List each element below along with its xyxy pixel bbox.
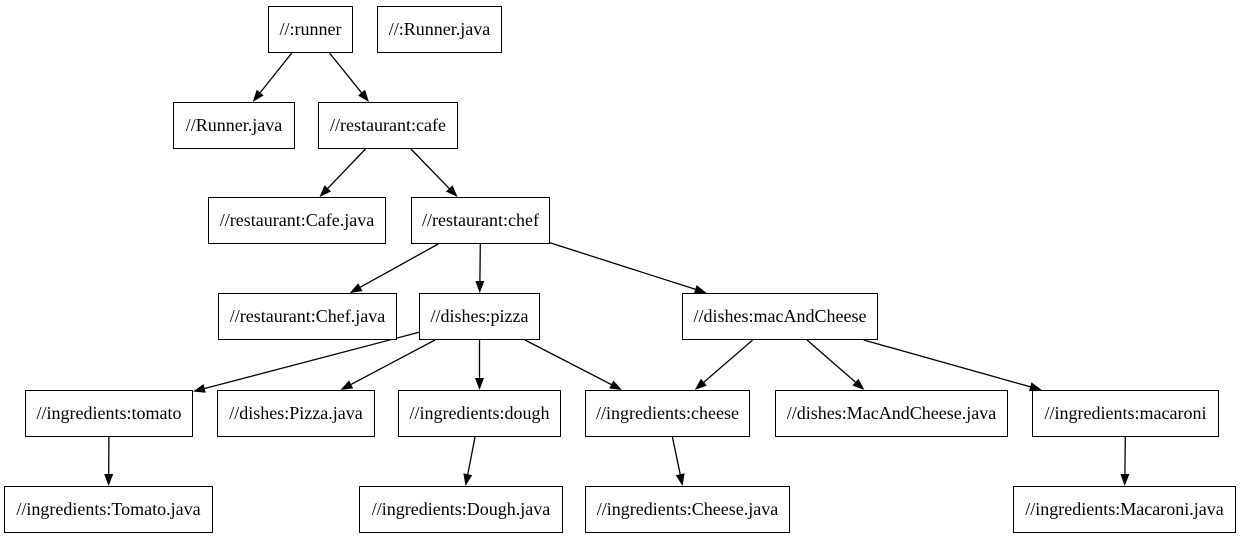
graph-edge-mac-and-cheese-to-mac-and-cheese-java bbox=[806, 339, 856, 383]
graph-edge-mac-and-cheese-to-macaroni bbox=[863, 339, 1031, 388]
graph-node-cheese-java: //ingredients:Cheese.java bbox=[585, 486, 790, 533]
graph-node-label: //ingredients:cheese bbox=[596, 403, 739, 423]
graph-node-label: //restaurant:chef bbox=[422, 210, 539, 230]
graph-edge-pizza-to-cheese bbox=[524, 339, 612, 386]
graph-edge-runner-to-cafe bbox=[328, 52, 363, 94]
graph-arrowhead-runner-to-runner-java bbox=[252, 89, 264, 102]
graph-arrowhead-chef-to-pizza bbox=[475, 281, 485, 293]
graph-node-label: //dishes:pizza bbox=[430, 306, 529, 326]
graph-node-label: //ingredients:tomato bbox=[36, 403, 182, 423]
graph-node-label: //ingredients:Cheese.java bbox=[596, 499, 779, 519]
graph-arrowhead-pizza-to-cheese bbox=[609, 380, 622, 390]
graph-node-pizza-java: //dishes:Pizza.java bbox=[217, 390, 375, 437]
graph-node-runner-java-root: //:Runner.java bbox=[377, 6, 502, 53]
graph-node-mac-and-cheese-java: //dishes:MacAndCheese.java bbox=[775, 390, 1008, 437]
graph-arrowhead-chef-to-chef-java bbox=[349, 283, 363, 293]
graph-node-cafe-java: //restaurant:Cafe.java bbox=[208, 197, 386, 244]
graph-edge-pizza-to-pizza-java bbox=[350, 339, 436, 385]
graph-node-label: //restaurant:Cafe.java bbox=[219, 210, 375, 230]
graph-edge-pizza-to-tomato bbox=[204, 331, 420, 390]
graph-arrowhead-chef-to-mac-and-cheese bbox=[693, 285, 707, 294]
graph-edge-cafe-to-cafe-java bbox=[327, 148, 366, 189]
graph-node-label: //dishes:macAndCheese bbox=[693, 306, 867, 326]
graph-node-macaroni-java: //ingredients:Macaroni.java bbox=[1013, 486, 1236, 533]
graph-node-runner: //:runner bbox=[268, 6, 353, 53]
graph-node-label: //dishes:Pizza.java bbox=[229, 403, 363, 423]
graph-node-label: //ingredients:Macaroni.java bbox=[1025, 499, 1224, 519]
graph-node-macaroni: //ingredients:macaroni bbox=[1032, 390, 1219, 437]
graph-arrowhead-pizza-to-pizza-java bbox=[340, 380, 354, 390]
graph-arrowhead-tomato-to-tomato-java bbox=[104, 474, 114, 486]
graph-node-label: //Runner.java bbox=[185, 115, 283, 135]
graph-arrowhead-mac-and-cheese-to-macaroni bbox=[1029, 382, 1042, 392]
graph-arrowhead-macaroni-to-macaroni-java bbox=[1120, 474, 1130, 486]
graph-arrowhead-cheese-to-cheese-java bbox=[675, 473, 685, 486]
graph-node-dough-java: //ingredients:Dough.java bbox=[359, 486, 563, 533]
graph-edge-mac-and-cheese-to-cheese bbox=[703, 339, 754, 383]
graph-edge-chef-to-mac-and-cheese bbox=[549, 242, 696, 290]
graph-edge-cafe-to-chef bbox=[410, 148, 450, 189]
graph-node-pizza: //dishes:pizza bbox=[419, 293, 540, 340]
graph-arrowhead-mac-and-cheese-to-mac-and-cheese-java bbox=[852, 378, 865, 390]
graph-node-label: //restaurant:Chef.java bbox=[229, 306, 386, 326]
graph-arrowhead-pizza-to-dough bbox=[475, 378, 484, 390]
graph-node-label: //:runner bbox=[279, 19, 342, 39]
graph-node-label: //:Runner.java bbox=[388, 19, 491, 39]
graph-arrowhead-dough-to-dough-java bbox=[463, 473, 473, 486]
graph-node-tomato-java: //ingredients:Tomato.java bbox=[4, 486, 213, 533]
graph-node-cheese: //ingredients:cheese bbox=[585, 390, 750, 437]
graph-arrowhead-pizza-to-tomato bbox=[193, 384, 206, 393]
graph-edge-runner-to-runner-java bbox=[259, 52, 293, 94]
graph-node-label: //ingredients:macaroni bbox=[1044, 403, 1207, 423]
graph-arrowhead-runner-to-cafe bbox=[358, 89, 369, 102]
graph-arrowhead-cafe-to-chef bbox=[446, 185, 458, 197]
graph-edge-chef-to-chef-java bbox=[359, 243, 439, 288]
graph-node-label: //ingredients:dough bbox=[409, 403, 550, 423]
graph-node-label: //ingredients:Tomato.java bbox=[16, 499, 201, 519]
graph-node-mac-and-cheese: //dishes:macAndCheese bbox=[682, 293, 878, 340]
graph-node-tomato: //ingredients:tomato bbox=[25, 390, 193, 437]
graph-arrowhead-mac-and-cheese-to-cheese bbox=[694, 378, 707, 390]
graph-node-label: //restaurant:cafe bbox=[330, 115, 446, 135]
graph-edge-dough-to-dough-java bbox=[467, 436, 476, 475]
graph-node-cafe: //restaurant:cafe bbox=[318, 102, 458, 149]
graph-arrowhead-cafe-to-cafe-java bbox=[319, 185, 332, 197]
graph-node-runner-java: //Runner.java bbox=[173, 102, 295, 149]
graph-node-chef-java: //restaurant:Chef.java bbox=[218, 293, 397, 340]
graph-edge-cheese-to-cheese-java bbox=[671, 436, 681, 475]
graph-node-dough: //ingredients:dough bbox=[398, 390, 561, 437]
graph-node-label: //ingredients:Dough.java bbox=[371, 499, 551, 519]
graph-node-label: //dishes:MacAndCheese.java bbox=[786, 403, 997, 423]
graph-node-chef: //restaurant:chef bbox=[411, 197, 550, 244]
